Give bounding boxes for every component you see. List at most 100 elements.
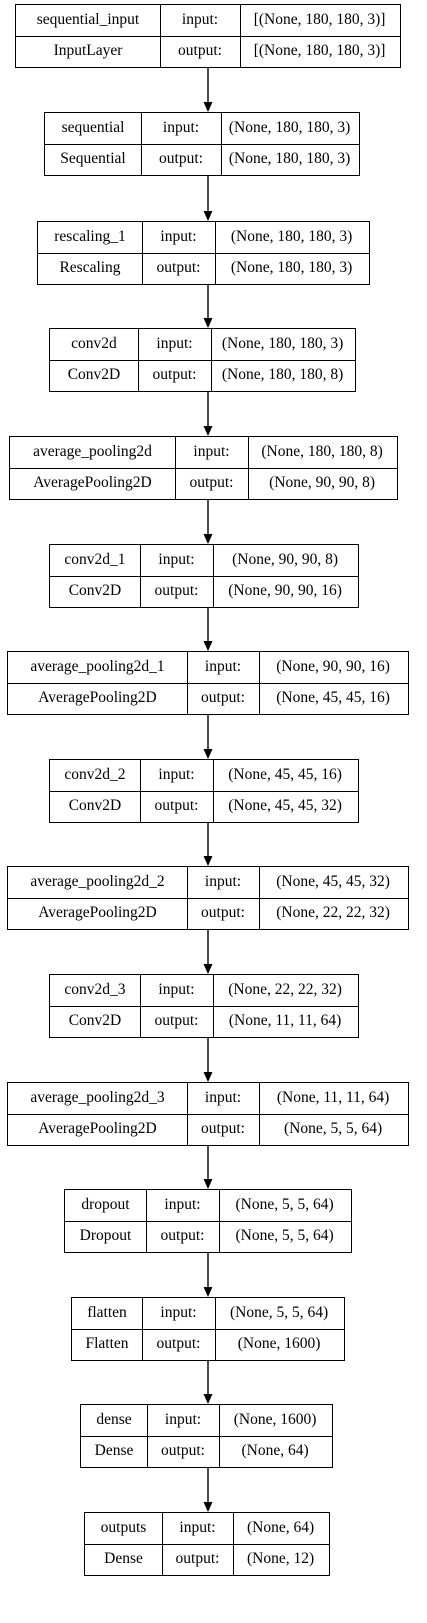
output-label: output: [201, 903, 245, 921]
input-shape: (None, 5, 5, 64) [230, 1304, 329, 1322]
output-shape: (None, 45, 45, 32) [228, 796, 342, 814]
column-divider [138, 329, 139, 391]
arrow-head [203, 1179, 213, 1189]
input-shape: (None, 22, 22, 32) [228, 981, 342, 999]
layer-type: Conv2D [67, 365, 121, 383]
arrow-head [203, 641, 213, 651]
input-label: input: [156, 335, 193, 353]
layer-name: conv2d_1 [64, 551, 126, 569]
arrow-head [203, 1502, 213, 1512]
layer-type: AveragePooling2D [38, 1119, 157, 1137]
column-divider [187, 867, 188, 929]
row-divider [85, 1543, 329, 1545]
row-divider [65, 1220, 351, 1222]
arrow-head [203, 964, 213, 974]
arrow-head [203, 102, 213, 112]
output-label: output: [154, 1011, 199, 1029]
output-shape: (None, 180, 180, 8) [221, 365, 344, 383]
layer-name: dropout [81, 1196, 130, 1214]
output-shape: (None, 180, 180, 3) [228, 149, 351, 167]
input-label: input: [158, 551, 195, 569]
arrow-head [203, 211, 213, 221]
input-shape: (None, 64) [247, 1519, 315, 1537]
column-divider [162, 1513, 163, 1575]
output-label: output: [175, 1549, 220, 1567]
row-divider [72, 1328, 344, 1330]
column-divider [147, 1405, 148, 1467]
output-label: output: [156, 258, 201, 276]
row-divider [16, 35, 400, 37]
column-divider [213, 975, 214, 1037]
output-shape: [(None, 180, 180, 3)] [253, 41, 386, 59]
row-divider [50, 790, 358, 792]
layer-type: Rescaling [59, 258, 121, 276]
input-shape: (None, 90, 90, 8) [232, 551, 339, 569]
arrow-head [203, 318, 213, 328]
output-shape: (None, 90, 90, 16) [228, 581, 342, 599]
column-divider [142, 1298, 143, 1360]
column-divider [187, 1083, 188, 1145]
column-divider [215, 1298, 216, 1360]
layer-name: flatten [87, 1304, 127, 1322]
layer-type: Conv2D [68, 796, 122, 814]
arrow-head [203, 1287, 213, 1297]
output-label: output: [154, 796, 199, 814]
output-label: output: [159, 149, 203, 167]
layer-name: dense [96, 1411, 132, 1429]
input-label: input: [160, 228, 197, 246]
column-divider [221, 113, 222, 175]
arrow-head [203, 1394, 213, 1404]
input-shape: (None, 180, 180, 3) [230, 228, 353, 246]
column-divider [219, 1190, 220, 1252]
layer-type: Sequential [60, 149, 126, 167]
column-divider [219, 1405, 220, 1467]
column-divider [259, 867, 260, 929]
layer-name: average_pooling2d_3 [30, 1089, 165, 1107]
output-label: output: [154, 581, 199, 599]
input-shape: (None, 45, 45, 32) [276, 873, 390, 891]
output-label: output: [178, 41, 222, 59]
output-label: output: [160, 1226, 205, 1244]
layer-name: average_pooling2d_2 [30, 873, 165, 891]
input-label: input: [181, 11, 219, 29]
layer-type: AveragePooling2D [38, 688, 157, 706]
input-label: input: [164, 1196, 201, 1214]
input-shape: (None, 180, 180, 3) [221, 335, 344, 353]
layer-type: Dense [104, 1549, 143, 1567]
output-shape: (None, 22, 22, 32) [276, 903, 390, 921]
row-divider [50, 1005, 358, 1007]
arrow-head [203, 426, 213, 436]
input-label: input: [164, 1411, 202, 1429]
output-shape: (None, 64) [241, 1441, 309, 1459]
output-shape: (None, 45, 45, 16) [276, 688, 390, 706]
layer-name: outputs [100, 1519, 147, 1537]
layer-name: sequential [61, 119, 125, 137]
layer-type: Flatten [85, 1334, 129, 1352]
input-shape: [(None, 180, 180, 3)] [253, 11, 386, 29]
output-shape: (None, 11, 11, 64) [228, 1011, 342, 1029]
column-divider [141, 113, 142, 175]
layer-name: sequential_input [36, 11, 140, 29]
arrow-head [203, 534, 213, 544]
output-shape: (None, 90, 90, 8) [269, 473, 376, 491]
input-shape: (None, 45, 45, 16) [228, 766, 342, 784]
row-divider [45, 143, 359, 145]
output-label: output: [152, 365, 197, 383]
column-divider [142, 222, 143, 284]
output-label: output: [201, 688, 245, 706]
input-label: input: [204, 1089, 242, 1107]
column-divider [140, 760, 141, 822]
input-label: input: [162, 119, 200, 137]
input-shape: (None, 11, 11, 64) [276, 1089, 390, 1107]
output-shape: (None, 12) [247, 1549, 315, 1567]
